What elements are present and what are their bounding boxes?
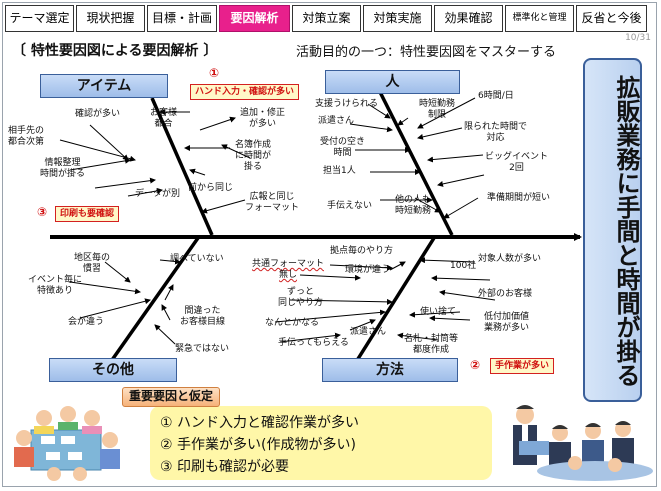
cause-label: 広報と同じ フォーマット — [245, 192, 300, 213]
tab-reflection[interactable]: 反省と今後 — [576, 5, 647, 32]
cause-label: 共通フォーマット 無し — [252, 259, 325, 280]
category-other: その他 — [49, 358, 177, 382]
slide-frame — [2, 2, 657, 487]
cause-label: 間違った お客様目線 — [180, 306, 226, 327]
cause-label: 6時間/日 — [478, 91, 514, 101]
tab-current-status[interactable]: 現状把握 — [76, 5, 145, 32]
tab-effect-check[interactable]: 効果確認 — [434, 5, 503, 32]
key-factor-item: ② 手作業が多い(作成物が多い) — [160, 437, 356, 453]
key-factor-item: ① ハンド入力と確認作業が多い — [160, 415, 360, 431]
cause-label: 緊急ではない — [175, 344, 230, 354]
cause-label: なんとかなる — [265, 318, 320, 328]
callout-1-number: ① — [209, 66, 220, 80]
callout-2-manual-work: 手作業が多い — [490, 358, 555, 374]
process-tab-bar: テーマ選定 現状把握 目標・計画 要因解析 対策立案 対策実施 効果確認 標準化… — [5, 5, 655, 32]
cause-label: 名簿作成 に時間が 掛る — [235, 140, 272, 172]
tab-goal-plan[interactable]: 目標・計画 — [147, 5, 217, 32]
tab-countermeasure-plan[interactable]: 対策立案 — [292, 5, 361, 32]
cause-label: 名札・封筒等 都度作成 — [404, 334, 459, 355]
slide-title: 〔 特性要因図による要因解析 〕 — [12, 43, 218, 59]
category-method: 方法 — [322, 358, 458, 382]
callout-1-hand-input: ハンド入力・確認が多い — [190, 84, 300, 100]
cause-label: 相手先の 都合次第 — [8, 126, 45, 147]
cause-label: 他の人も 時短勤務 — [395, 195, 432, 216]
cause-label: 派遣さん — [350, 327, 387, 337]
cause-label: 手伝えない — [327, 201, 373, 211]
slide-subtitle: 活動目的の一つ：特性要因図をマスターする — [296, 45, 557, 60]
callout-3-print-check: 印刷も要確認 — [55, 206, 120, 222]
cause-label: 地区毎の 慣習 — [74, 253, 111, 274]
cause-label: 手伝ってもらえる — [278, 338, 349, 348]
cause-label: 会が違う — [68, 317, 105, 327]
key-factors-panel — [150, 406, 492, 480]
cause-label: 限られた時間で 対応 — [464, 122, 528, 143]
business-people-illustration — [513, 405, 653, 481]
tab-cause-analysis[interactable]: 要因解析 — [219, 5, 290, 32]
tab-standardization[interactable]: 標準化と管理 — [505, 5, 574, 32]
cause-label: 情報整理 時間が掛る — [40, 158, 86, 179]
cause-label: 前から同じ — [188, 183, 234, 193]
cause-label: 外部のお客様 — [478, 289, 533, 299]
cause-label: ずっと 同じやり方 — [278, 287, 324, 308]
cause-label: 派遣さん — [318, 116, 355, 126]
cause-label: 確認が多い — [75, 109, 121, 119]
meeting-illustration — [14, 406, 120, 481]
cause-label: 追加・修正 が多い — [240, 108, 286, 129]
effect-text: 拡販業務に手間と時間が掛る — [612, 75, 640, 387]
cause-label: イベント毎に 特徴あり — [28, 275, 83, 296]
tab-countermeasure-exec[interactable]: 対策実施 — [363, 5, 432, 32]
page-number: 10/31 — [625, 33, 651, 43]
cause-label: 拠点毎のやり方 — [330, 246, 394, 256]
cause-label: ビッグイベント 2回 — [485, 152, 549, 173]
key-factor-item: ③ 印刷も確認が必要 — [160, 459, 290, 475]
effect-box: 拡販業務に手間と時間が掛る — [583, 58, 642, 402]
category-item: アイテム — [40, 74, 168, 98]
cause-label: データが別 — [135, 189, 181, 199]
callout-3-number: ③ — [37, 205, 48, 219]
cause-label: お客様 都合 — [150, 108, 178, 129]
cause-label: 支援うけられる — [315, 99, 379, 109]
cause-label: 対象人数が多い — [478, 254, 542, 264]
tab-theme-selection[interactable]: テーマ選定 — [5, 5, 74, 32]
cause-label: 受付の空き 時間 — [320, 137, 366, 158]
category-person: 人 — [325, 70, 460, 94]
callout-2-number: ② — [470, 358, 481, 372]
cause-label: 時短勤務 制限 — [419, 99, 456, 120]
cause-label: 環境が違う — [345, 265, 391, 275]
cause-label: 調べていない — [170, 254, 224, 264]
cause-label: 担当1人 — [323, 166, 356, 176]
cause-label: 低付加価値 業務が多い — [484, 312, 530, 333]
key-factors-title: 重要要因と仮定 — [122, 387, 221, 407]
cause-label: 使い捨て — [420, 307, 457, 317]
cause-label: 準備期間が短い — [487, 193, 551, 203]
cause-label: 100社 — [450, 261, 477, 271]
